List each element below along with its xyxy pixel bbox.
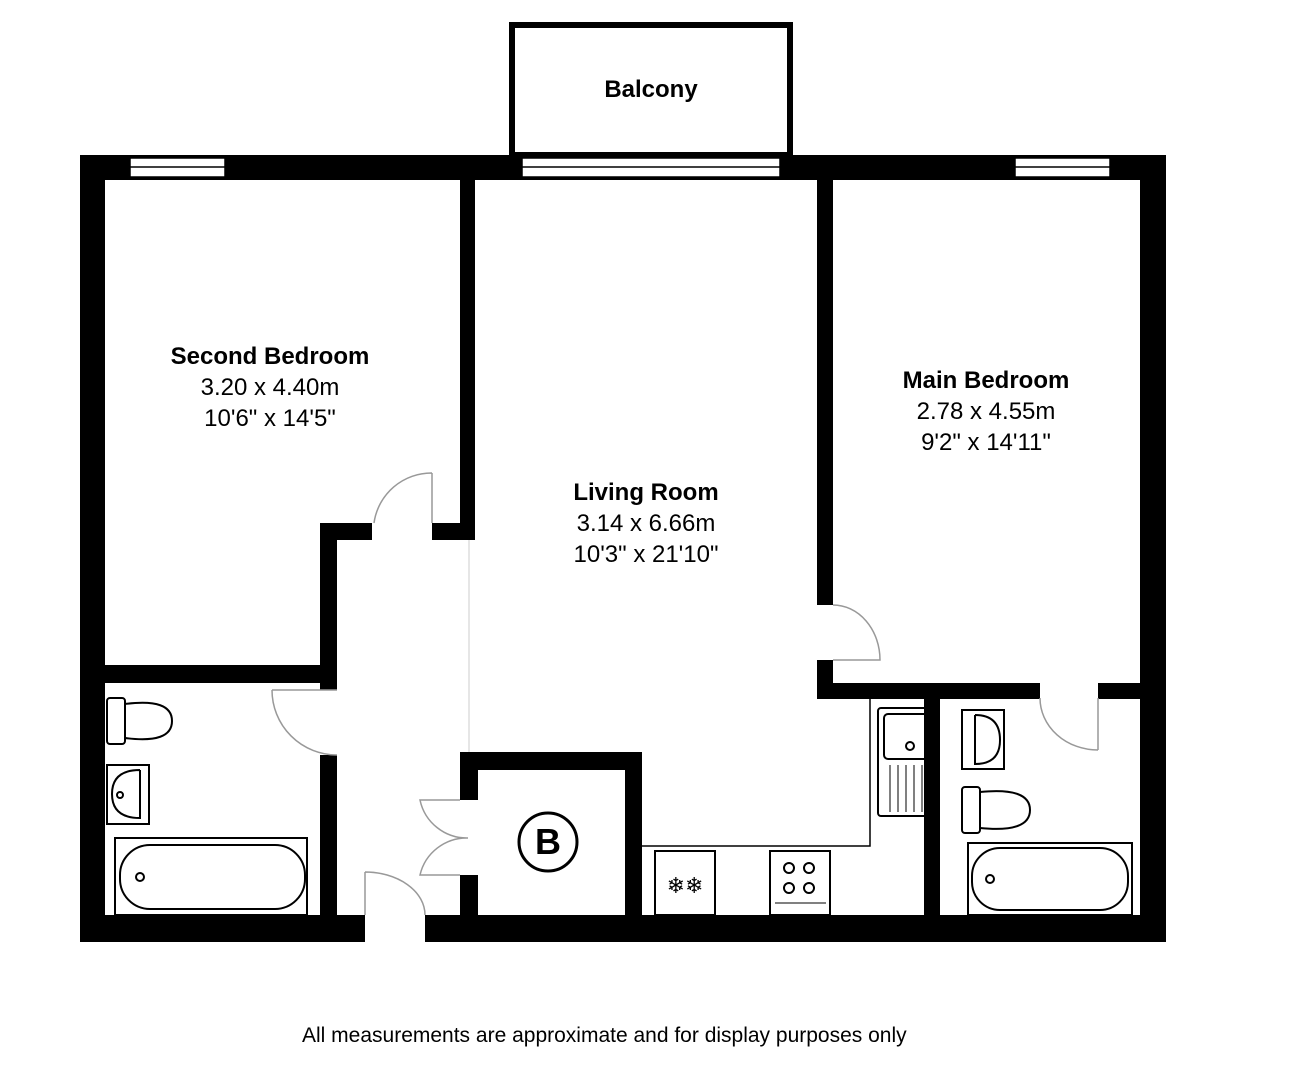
room-imperial: 10'3" x 21'10" [573,541,719,568]
bath-icon [114,837,308,916]
room-metric: 2.78 x 4.55m [916,398,1056,425]
room-name: Second Bedroom [170,343,370,370]
walls [80,155,1166,942]
balcony-label: Balcony [604,76,698,103]
bath-icon [967,842,1133,916]
room-name: Living Room [573,479,719,506]
disclaimer-note: All measurements are approximate and for… [302,1024,907,1047]
door-arcs [271,472,1099,916]
room-label-second-bedroom: Second Bedroom 3.20 x 4.40m 10'6" x 14'5… [171,341,370,434]
hob-icon [769,850,831,916]
room-name: Main Bedroom [902,367,1070,394]
windows [129,157,1111,178]
boiler-label: B [535,821,561,862]
toilet-icon [106,697,174,745]
sink-icon [877,707,936,817]
room-metric: 3.20 x 4.40m [200,374,340,401]
room-imperial: 9'2" x 14'11" [921,429,1051,456]
room-label-living-room: Living Room 3.14 x 6.66m 10'3" x 21'10" [573,477,718,570]
boiler-icon [517,811,579,873]
kitchen-counter [642,699,871,847]
fixtures: ❄❄ [106,697,1133,916]
basin-icon [106,764,150,825]
toilet-icon [961,786,1032,834]
freezer-icon: ❄❄ [654,850,716,916]
room-metric: 3.14 x 6.66m [576,510,716,537]
svg-text:❄❄: ❄❄ [667,873,704,898]
room-label-main-bedroom: Main Bedroom 2.78 x 4.55m 9'2" x 14'11" [903,365,1070,458]
basin-icon [961,709,1005,770]
room-imperial: 10'6" x 14'5" [204,405,336,432]
